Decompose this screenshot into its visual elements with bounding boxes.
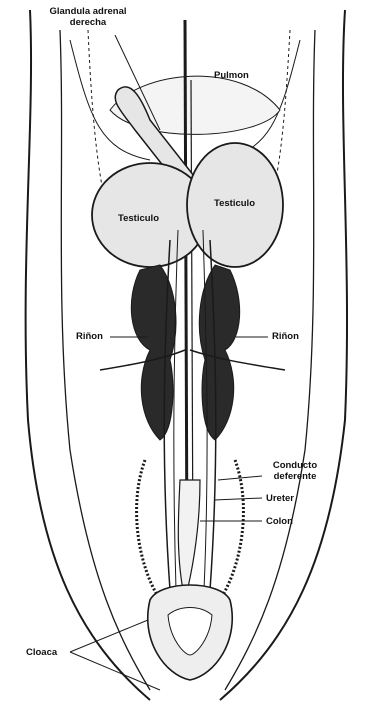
label-adrenal-gland: Glandula adrenal derecha xyxy=(28,6,148,28)
label-adrenal-line1: Glandula adrenal xyxy=(28,6,148,17)
label-kidney-left: Riñon xyxy=(76,331,103,342)
label-kidney-right: Riñon xyxy=(272,331,299,342)
label-adrenal-line2: derecha xyxy=(28,17,148,28)
label-ureter: Ureter xyxy=(266,493,294,504)
coiled-duct-left xyxy=(137,460,160,600)
label-testis-right: Testiculo xyxy=(214,198,255,209)
leader-cloaca-1 xyxy=(70,620,148,652)
aorta xyxy=(185,20,187,560)
label-vas-line2: deferente xyxy=(255,471,335,482)
leader-ureter xyxy=(214,498,262,500)
kidney-right xyxy=(199,265,239,440)
label-testis-left: Testiculo xyxy=(118,213,159,224)
colon xyxy=(178,480,200,600)
label-vas-line1: Conducto xyxy=(255,460,335,471)
coiled-duct-right xyxy=(220,460,243,600)
label-cloaca: Cloaca xyxy=(26,647,57,658)
label-colon: Colon xyxy=(266,516,293,527)
leader-cloaca-2 xyxy=(70,652,160,690)
kidney-left xyxy=(131,265,176,440)
label-lung: Pulmon xyxy=(214,70,249,81)
vas-deferens-left xyxy=(174,230,178,590)
label-vas-deferens: Conducto deferente xyxy=(255,460,335,482)
